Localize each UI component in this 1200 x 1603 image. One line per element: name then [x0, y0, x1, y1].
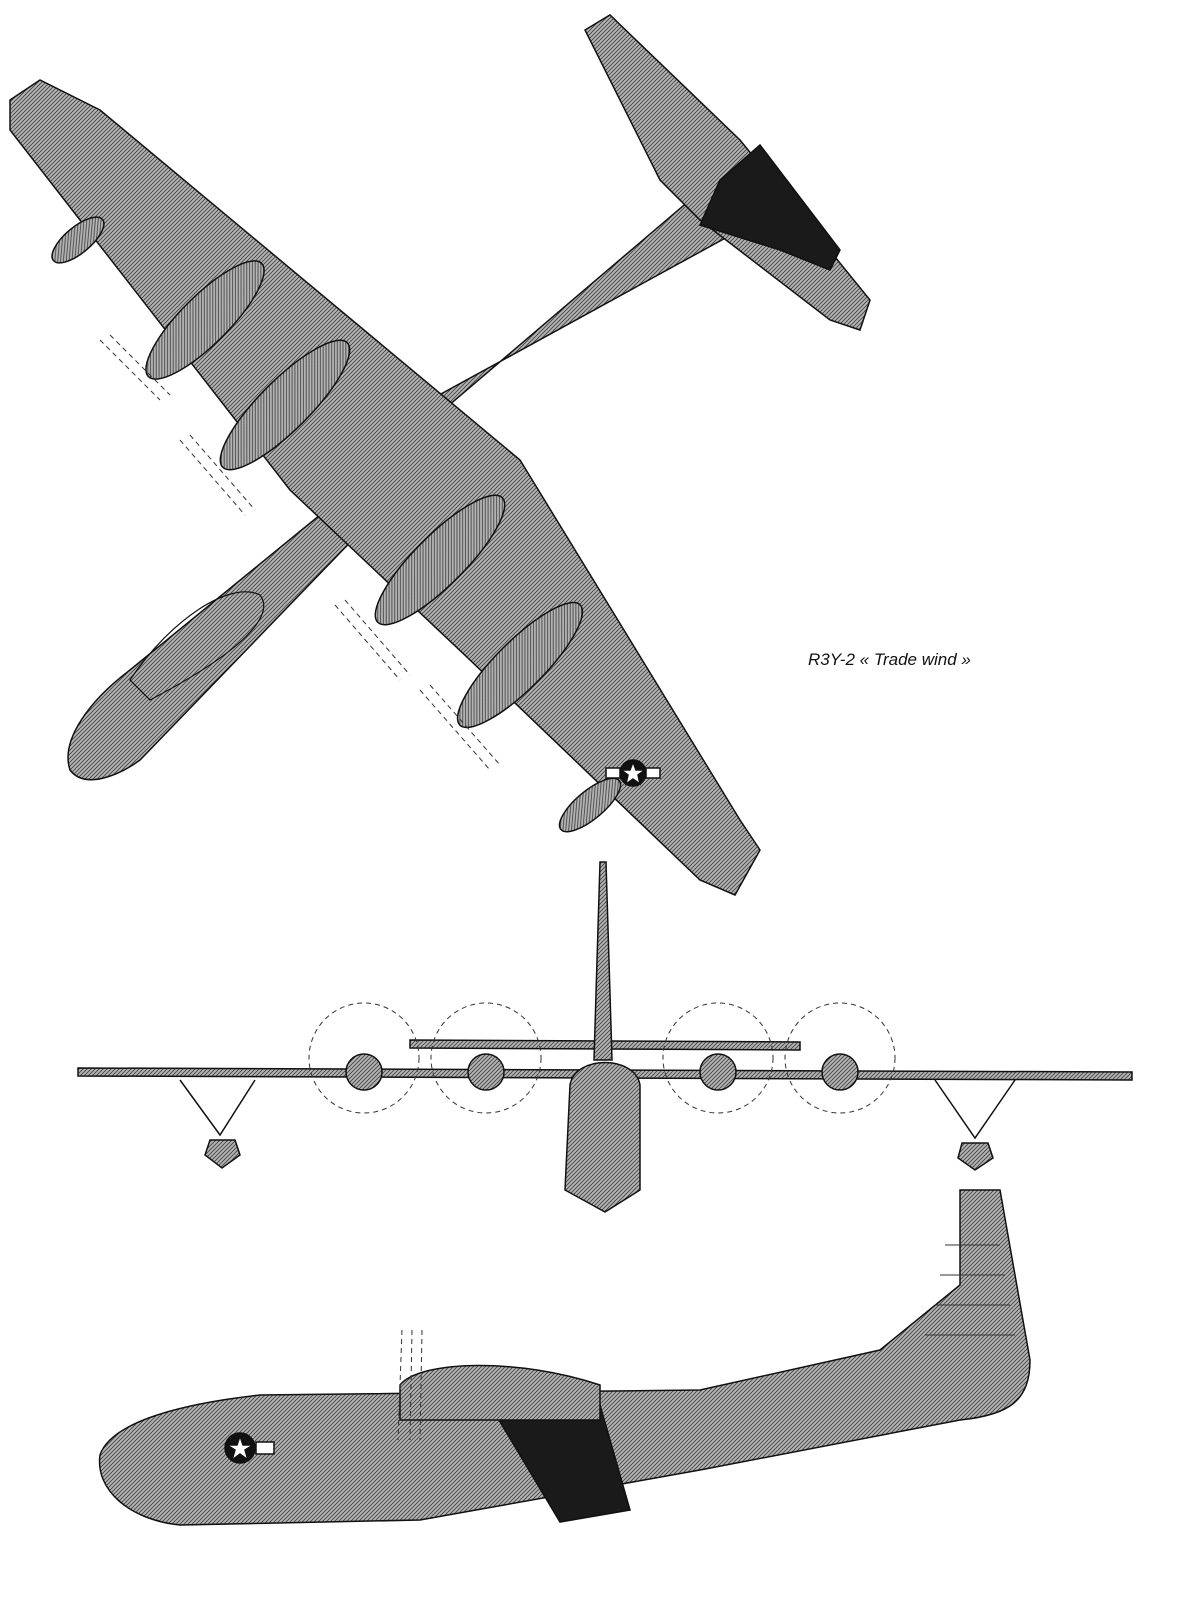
side-view-insignia	[224, 1432, 275, 1464]
front-view-propeller-discs	[308, 1002, 896, 1114]
top-view-cockpit-outline	[129, 591, 265, 701]
side-view-fin-panels	[925, 1244, 1015, 1336]
top-view-float-right	[558, 777, 622, 833]
front-view	[77, 861, 1133, 1213]
top-view	[9, 14, 871, 896]
side-view-nacelle	[399, 1364, 601, 1421]
front-view-hull	[564, 1061, 641, 1213]
front-view-fin	[593, 861, 613, 1061]
top-view-tail-dark-panel	[698, 143, 841, 271]
top-view-engine-nacelles	[145, 260, 584, 729]
aircraft-caption: R3Y-2 « Trade wind »	[808, 650, 971, 669]
top-view-float-left	[51, 216, 105, 264]
side-view	[98, 1189, 1031, 1526]
top-view-wing-insignia	[605, 759, 661, 787]
top-view-propeller-arcs	[99, 334, 501, 771]
side-view-propeller-arc	[397, 1329, 423, 1441]
front-view-floats	[179, 1079, 1016, 1171]
side-view-hull	[98, 1189, 1031, 1526]
front-view-engines	[345, 1053, 859, 1091]
